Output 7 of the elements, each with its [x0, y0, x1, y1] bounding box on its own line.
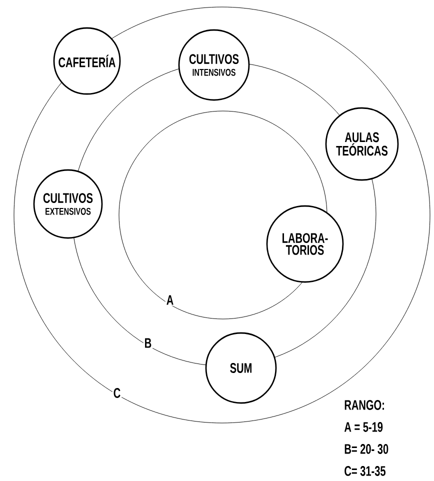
ring-letter: C [112, 387, 122, 399]
ring-letter: B [143, 337, 153, 349]
range-text: RANGO: [344, 400, 384, 410]
ring-letter: A [165, 294, 175, 306]
range-text: B= 20- 30 [344, 444, 388, 454]
range-text: C= 31-35 [344, 466, 386, 476]
range-text: A = 5-19 [344, 422, 383, 432]
